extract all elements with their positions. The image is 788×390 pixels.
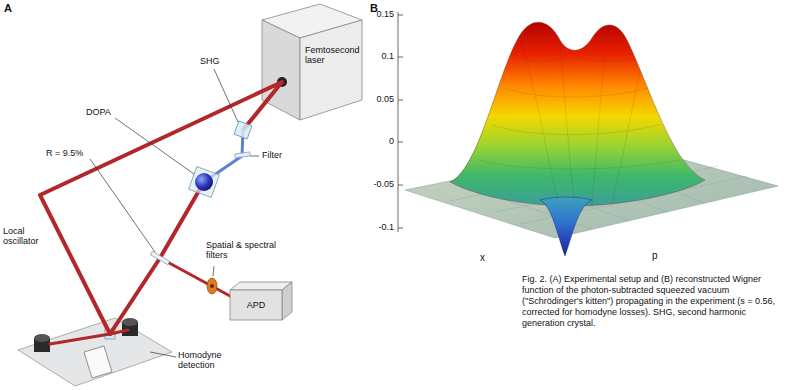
apd-front-face: [230, 290, 282, 320]
optical-components: [150, 121, 252, 294]
pump-beam: [243, 82, 282, 130]
apd-housing: [230, 282, 292, 320]
node-text: APD: [232, 300, 280, 310]
laser-side-face: [300, 20, 362, 120]
spatial-filter: [207, 278, 217, 294]
surface-mesh: [478, 26, 680, 206]
detector-box: APD: [230, 290, 282, 320]
homodyne-detector: [18, 318, 172, 386]
laser-housing: [262, 4, 362, 120]
component-label: SHG: [200, 56, 220, 66]
panel-letter: A: [4, 2, 12, 14]
leader-line: [115, 118, 194, 174]
laser-front-face: [262, 20, 300, 120]
axis-tick-label: 0.1: [360, 51, 394, 61]
detector-beam: [50, 334, 110, 344]
signal-beam: [110, 182, 204, 334]
component-label: Filter: [262, 150, 282, 160]
node-text: Femtosecond laser: [305, 45, 359, 65]
pinhole: [210, 284, 214, 288]
wigner-positive-lobes: [450, 22, 705, 206]
photodiode-top: [34, 334, 50, 342]
tap-beamsplitter: [150, 251, 169, 264]
leader-line: [90, 159, 155, 252]
laser-beams: [40, 82, 282, 344]
shg-crystal: [234, 121, 252, 139]
axis-label: p: [652, 250, 658, 261]
axis-tick-label: 0.05: [360, 94, 394, 104]
dopa-spot: [195, 173, 213, 191]
axis-label: x: [480, 252, 485, 263]
wigner-plot: [398, 12, 778, 256]
leader-line: [214, 69, 238, 122]
component-label: Homodyne detection: [178, 350, 248, 370]
laser-box: Femtosecond laser: [303, 40, 361, 70]
axis-tick-label: -0.05: [360, 179, 394, 189]
dopa-crystal: [189, 167, 220, 198]
leader-line: [150, 352, 176, 357]
component-label: Spatial & spectral filters: [206, 240, 286, 260]
wigner-negative-dip: [540, 197, 592, 256]
filter-plate: [235, 152, 250, 158]
beam-label: Local oscillator: [3, 226, 53, 246]
leader-lines: [90, 69, 259, 357]
detector-plate: [18, 318, 172, 386]
z-axis: [398, 12, 399, 232]
local-oscillator-beam: [40, 82, 282, 334]
leader-line: [213, 266, 214, 276]
axis-tick-label: 0.15: [360, 9, 394, 19]
photodiode-top: [122, 318, 138, 326]
apd-side-face: [282, 282, 292, 320]
electronics-box: [84, 346, 112, 378]
axis-tick-label: -0.1: [360, 222, 394, 232]
component-label: DOPA: [86, 107, 111, 117]
component-label: R = 9.5%: [46, 148, 83, 158]
leader-line: [250, 156, 259, 157]
tapped-beam: [160, 258, 230, 296]
figure-caption: Fig. 2. (A) Experimental setup and (B) r…: [522, 274, 782, 329]
axis-tick-label: 0: [360, 136, 394, 146]
axis-ticks: [398, 15, 403, 228]
apd-top-face: [230, 282, 292, 290]
